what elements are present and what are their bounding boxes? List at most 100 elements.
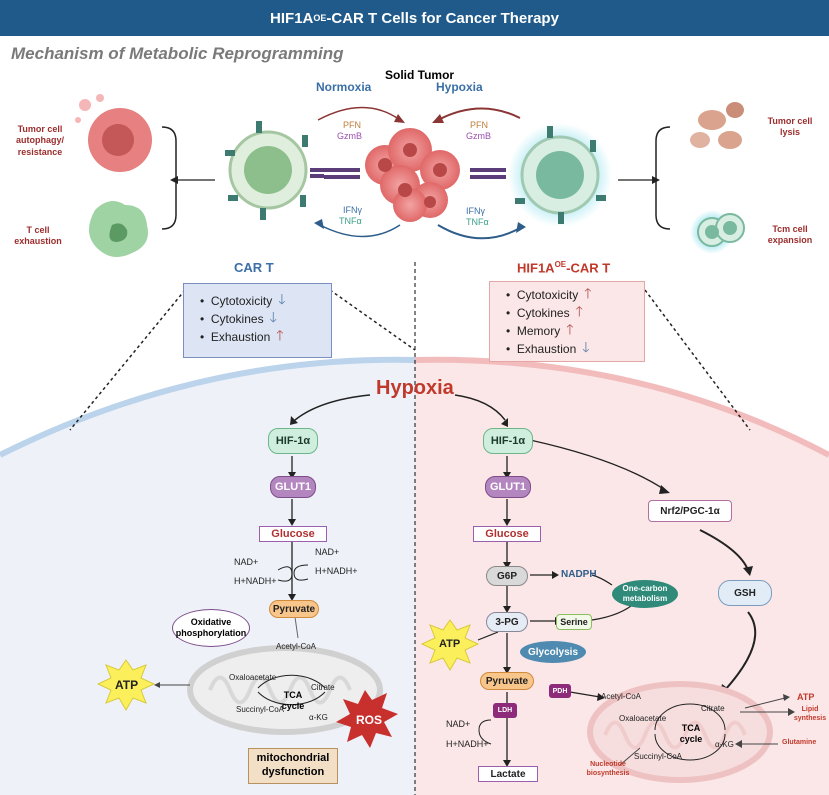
- hif1a-car-t-cell-right: [508, 123, 612, 227]
- car-t-item-3-label: Exhaustion: [210, 330, 271, 344]
- hif-item-2: • Cytokines🡑: [506, 303, 644, 322]
- pyruvate-left: Pyruvate: [269, 600, 319, 618]
- car-t-item-1-label: Cytotoxicity: [210, 294, 273, 308]
- glycolysis: Glycolysis: [520, 641, 586, 663]
- title-suffix: -CAR T Cells for Cancer Therapy: [326, 9, 559, 27]
- left-outcome-1: Tumor cell autophagy/ resistance: [15, 124, 64, 157]
- car-t-item-3: • Exhaustion🡑: [200, 327, 331, 346]
- title-prefix: HIF1A: [270, 9, 314, 27]
- mitochondrion-left: [187, 645, 383, 735]
- succinyl-coa-right: Succinyl-CoA: [634, 752, 683, 761]
- hif-heading-sup: OE: [554, 260, 567, 269]
- pfn-right: PFN: [470, 120, 488, 130]
- oxaloacetate-right: Oxaloacetate: [619, 714, 667, 723]
- car-t-heading: CAR T: [234, 260, 274, 275]
- hif-item-1: • Cytotoxicity🡑: [506, 285, 644, 304]
- ifng-left: IFNγ: [343, 205, 362, 215]
- subtitle: Mechanism of Metabolic Reprogramming: [11, 44, 344, 63]
- exhausted-t-cell-illustration: [88, 201, 148, 257]
- nucleotide-biosynthesis: Nucleotide biosynthesis: [586, 761, 630, 777]
- right-outcome-2: Tcm cell expansion: [767, 224, 813, 246]
- atp-star-right: [420, 619, 480, 671]
- nrf2-pgc1a: Nrf2/PGC-1α: [648, 500, 732, 522]
- oxphos-ellipse: Oxidative phosphorylation: [172, 609, 250, 647]
- atp-star-left: [96, 659, 156, 711]
- atp-left-label: ATP: [115, 678, 139, 692]
- nadh-left-2: H+NADH+: [315, 566, 358, 576]
- up-arrow-icon: 🡑: [575, 303, 583, 319]
- glucose-right: Glucose: [473, 526, 541, 542]
- pdh-enzyme: PDH: [549, 684, 571, 698]
- gzmb-right: GzmB: [466, 131, 492, 141]
- left-outcome-2: T cell exhaustion: [14, 225, 62, 247]
- hypoxia-heading: Hypoxia: [376, 377, 454, 399]
- mitochondrion-right: [587, 681, 773, 783]
- hif-item-2-label: Cytokines: [516, 306, 570, 320]
- atp-right-output: ATP: [797, 692, 815, 702]
- nadh-right: H+NADH+: [446, 739, 489, 749]
- hif1a-right: HIF-1α: [483, 428, 533, 454]
- car-t-cell-left: [225, 121, 324, 220]
- tca-left: TCA cycle: [281, 690, 305, 712]
- normoxia-label: Normoxia: [316, 80, 372, 94]
- serine: Serine: [556, 614, 592, 630]
- pfn-left: PFN: [343, 120, 361, 130]
- 3-pg: 3-PG: [486, 612, 528, 632]
- car-t-item-1: • Cytotoxicity🡓: [200, 291, 331, 310]
- citrate-right: Citrate: [701, 704, 725, 713]
- tnfa-left: TNFα: [339, 216, 362, 226]
- oxaloacetate-left: Oxaloacetate: [229, 673, 277, 682]
- ifng-right: IFNγ: [466, 206, 485, 216]
- gzmb-left: GzmB: [337, 131, 363, 141]
- nad-left-2: NAD+: [315, 547, 340, 557]
- up-arrow-icon: 🡑: [276, 327, 284, 343]
- glut1-left: GLUT1: [270, 476, 316, 498]
- title-sup: OE: [313, 13, 327, 23]
- hif-item-1-label: Cytotoxicity: [516, 288, 579, 302]
- up-arrow-icon: 🡑: [584, 285, 592, 301]
- akg-right: α-KG: [715, 740, 734, 749]
- one-carbon-metabolism: One-carbon metabolism: [612, 580, 678, 608]
- hif-item-3-label: Memory: [516, 324, 561, 338]
- hif-car-t-box: • Cytotoxicity🡑 • Cytokines🡑 • Memory🡑 •…: [489, 281, 645, 362]
- glucose-left: Glucose: [259, 526, 327, 542]
- hif-item-3: • Memory🡑: [506, 321, 644, 340]
- ros-label: ROS: [356, 713, 383, 727]
- tumor-cell-lysis-illustration: [690, 102, 744, 149]
- hif-item-4: • Exhaustion🡓: [506, 339, 644, 358]
- succinyl-coa-left: Succinyl-CoA: [236, 705, 285, 714]
- hif1a-left: HIF-1α: [268, 428, 318, 454]
- acetyl-coa-left: Acetyl-CoA: [276, 642, 317, 651]
- citrate-left: Citrate: [311, 683, 335, 692]
- ldh-enzyme: LDH: [493, 703, 517, 718]
- acetyl-coa-right: Acetyl-CoA: [601, 692, 642, 701]
- down-arrow-icon: 🡓: [278, 291, 286, 307]
- g6p: G6P: [486, 566, 528, 586]
- down-arrow-icon: 🡓: [582, 339, 590, 355]
- solid-tumor-cluster: [365, 128, 460, 222]
- akg-left: α-KG: [309, 713, 328, 722]
- glut1-right: GLUT1: [485, 476, 531, 498]
- tcm-cell-expansion-illustration: [690, 210, 745, 254]
- hif-car-t-heading: HIF1AOE-CAR T: [517, 260, 610, 275]
- gsh: GSH: [718, 580, 772, 606]
- down-arrow-icon: 🡓: [269, 309, 277, 325]
- nad-right: NAD+: [446, 719, 471, 729]
- car-t-item-2: • Cytokines🡓: [200, 309, 331, 328]
- mito-dysfunction-box: mitochondrial dysfunction: [248, 748, 338, 784]
- hif-heading-prefix: HIF1A: [517, 260, 555, 276]
- nad-left-1: NAD+: [234, 557, 259, 567]
- ros-burst: [336, 690, 398, 748]
- lipid-synthesis: Lipid synthesis: [793, 706, 827, 722]
- hypoxia-top-label: Hypoxia: [436, 80, 483, 94]
- atp-right-label: ATP: [439, 638, 461, 650]
- nadh-left-1: H+NADH+: [234, 576, 277, 586]
- nadph: NADPH: [561, 569, 597, 580]
- lactate: Lactate: [478, 766, 538, 782]
- solid-tumor-label: Solid Tumor: [385, 68, 455, 82]
- hif-heading-suffix: -CAR T: [566, 260, 611, 276]
- tnfa-right: TNFα: [466, 217, 489, 227]
- glutamine: Glutamine: [782, 739, 817, 746]
- up-arrow-icon: 🡑: [566, 321, 574, 337]
